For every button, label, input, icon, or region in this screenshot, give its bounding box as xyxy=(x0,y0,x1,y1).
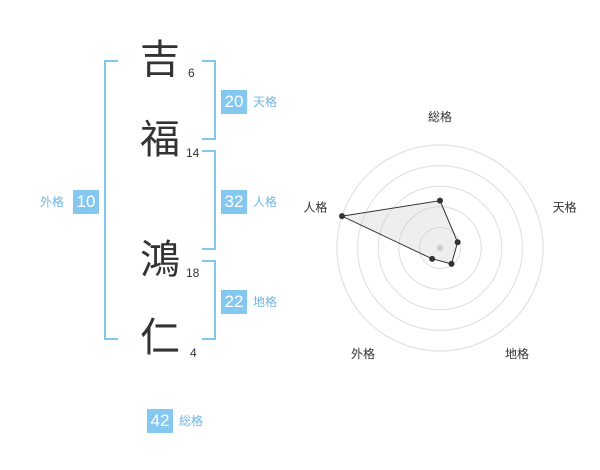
radar-point-3 xyxy=(448,260,455,267)
jinkaku-label: 人格 xyxy=(253,195,278,209)
soukaku-value-badge: 42 xyxy=(147,409,173,433)
stroke-count-3: 18 xyxy=(186,266,200,280)
tenkaku-bracket xyxy=(202,60,216,140)
chikaku-bracket xyxy=(202,260,216,340)
name-char-1: 吉 xyxy=(140,37,180,83)
jinkaku-bracket xyxy=(202,150,216,250)
radar-axis-label-2: 天格 xyxy=(553,200,577,215)
name-char-4: 仁 xyxy=(140,315,180,361)
stroke-count-2: 14 xyxy=(186,146,200,160)
tenkaku-label: 天格 xyxy=(253,95,278,109)
radar-point-1 xyxy=(437,197,443,204)
radar-axis-label-3: 地格 xyxy=(505,346,529,361)
radar-axis-label-4: 外格 xyxy=(351,346,375,361)
tenkaku-value-badge: 20 xyxy=(221,90,247,114)
radar-center xyxy=(437,245,443,251)
radar-ring xyxy=(357,165,523,331)
radar-ring xyxy=(418,226,462,270)
radar-point-4 xyxy=(429,255,436,262)
gaikaku-value-badge: 10 xyxy=(73,190,99,214)
jinkaku-value-badge: 32 xyxy=(221,190,247,214)
radar-ring xyxy=(336,144,544,352)
name-char-3: 鴻 xyxy=(140,237,180,283)
stroke-count-1: 6 xyxy=(188,66,195,80)
chikaku-label: 地格 xyxy=(253,295,278,309)
radar-axis-label-1: 総格 xyxy=(428,109,452,124)
radar-ring xyxy=(398,206,482,290)
radar-axis-label-5: 人格 xyxy=(303,200,327,215)
stroke-count-4: 4 xyxy=(190,346,197,360)
radar-ring xyxy=(377,185,503,311)
name-char-2: 福 xyxy=(140,117,180,163)
soukaku-label: 総格 xyxy=(179,414,204,428)
chikaku-value-badge: 22 xyxy=(221,290,247,314)
gaikaku-label: 外格 xyxy=(40,195,65,209)
radar-point-2 xyxy=(454,239,461,246)
radar-point-5 xyxy=(339,213,346,220)
radar-series-area xyxy=(340,200,459,265)
gaikaku-bracket xyxy=(104,60,118,340)
